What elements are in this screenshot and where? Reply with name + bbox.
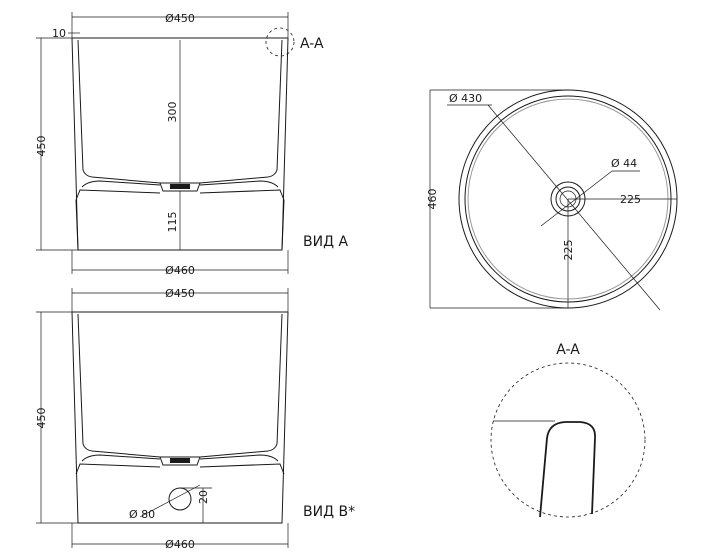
plan-overall: 460 bbox=[426, 189, 439, 210]
view-b-height: 450 bbox=[35, 408, 48, 429]
view-b-top-diameter: Ø450 bbox=[165, 287, 195, 300]
view-a-height: 450 bbox=[35, 136, 48, 157]
view-a-rim-dim: 10 bbox=[52, 27, 66, 40]
view-b-outlet-diameter: Ø 80 bbox=[129, 508, 155, 521]
section-tag: A-A bbox=[300, 36, 324, 52]
plan-drain-diameter: Ø 44 bbox=[611, 157, 637, 170]
view-a-base-diameter: Ø460 bbox=[165, 264, 195, 277]
view-a-top-diameter: Ø450 bbox=[165, 12, 195, 25]
plan-offset-y: 225 bbox=[562, 240, 575, 261]
view-a-caption: ВИД А bbox=[303, 234, 348, 250]
plan-view: 460 Ø 430 Ø 44 225 225 bbox=[426, 89, 678, 311]
plan-offset-x: 225 bbox=[620, 193, 641, 206]
detail-a-a: A-A bbox=[490, 342, 646, 518]
view-b: Ø 80 20 Ø450 450 Ø460 ВИД В* bbox=[35, 287, 355, 551]
plan-inner-diameter: Ø 430 bbox=[449, 92, 482, 105]
view-a: Ø450 10 450 300 115 Ø460 A-A ВИД А bbox=[35, 12, 348, 277]
detail-title: A-A bbox=[556, 342, 580, 358]
view-b-caption: ВИД В* bbox=[303, 504, 355, 520]
view-b-outlet-height: 20 bbox=[197, 490, 210, 504]
view-b-base-diameter: Ø460 bbox=[165, 538, 195, 551]
view-a-inner-depth: 300 bbox=[166, 102, 179, 123]
view-a-drain-height: 115 bbox=[166, 212, 179, 233]
